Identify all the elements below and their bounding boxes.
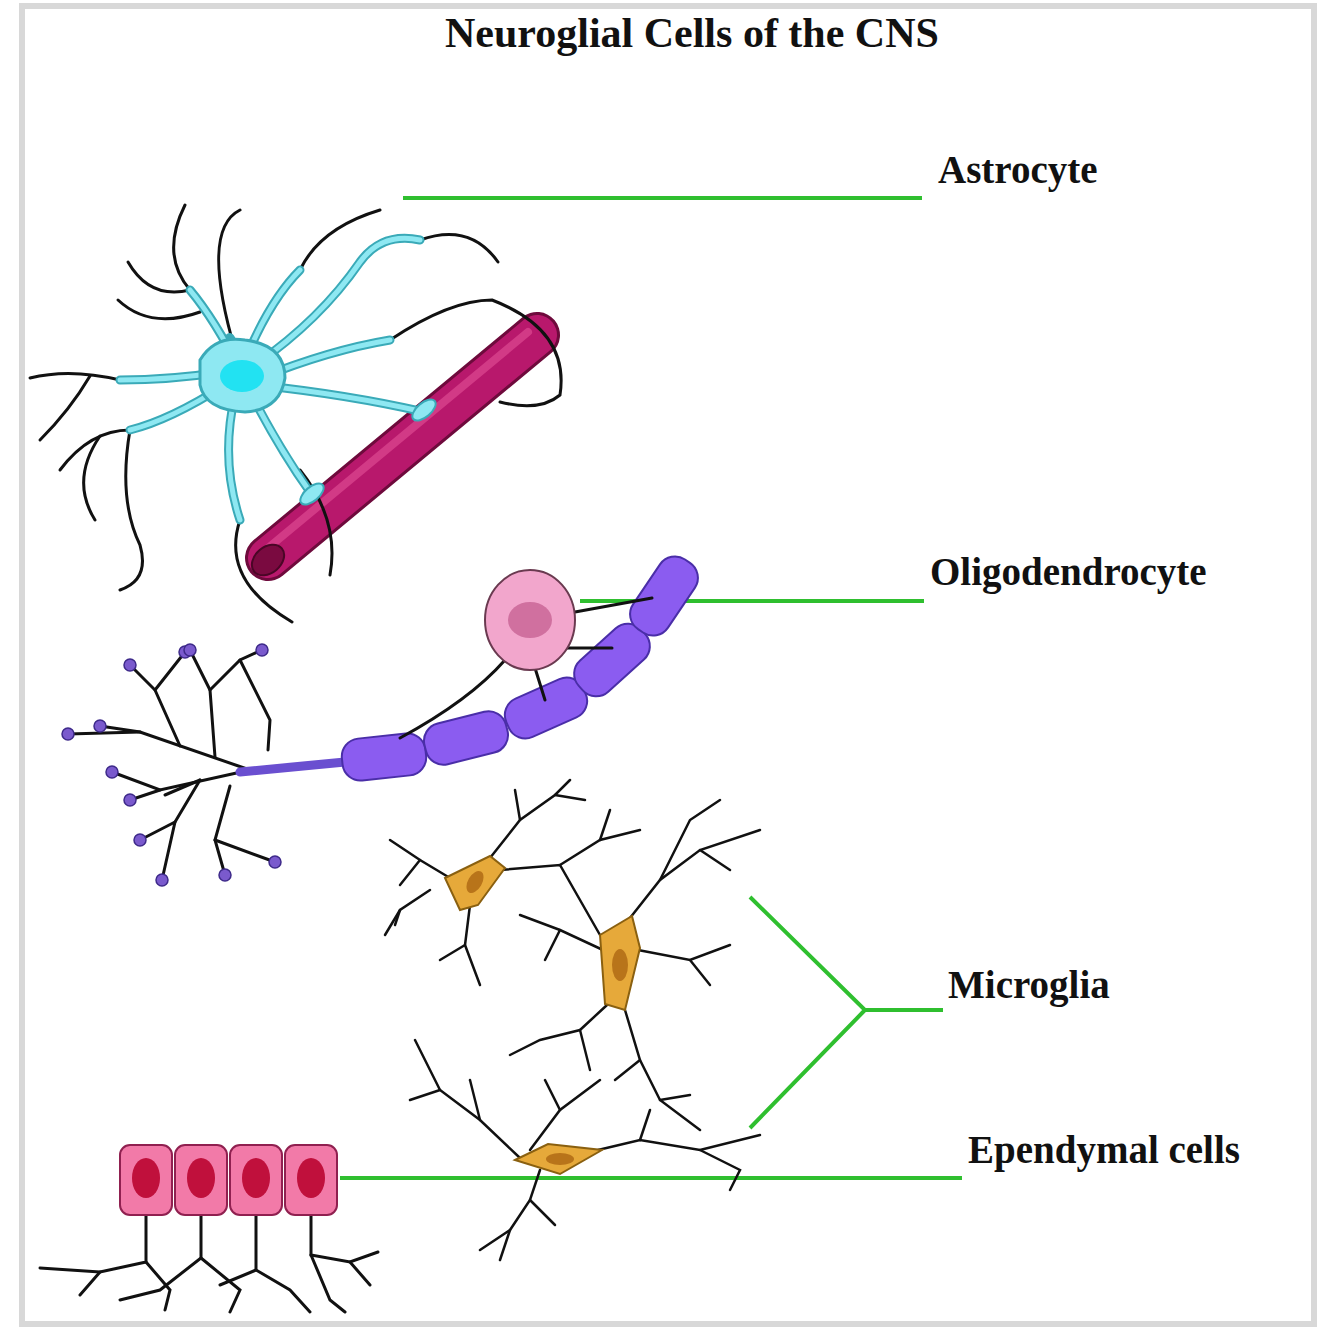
part-label: Microglia — [948, 963, 1110, 1008]
part-label: Astrocyte — [938, 148, 1098, 193]
neuron-dendrites — [62, 644, 345, 886]
blood-vessel — [246, 332, 537, 582]
microglia-cells — [385, 780, 760, 1260]
oligodendrocyte-cell — [400, 570, 652, 738]
frame — [22, 6, 1314, 1324]
astrocyte-cell — [30, 205, 561, 622]
part-label: Oligodendrocyte — [930, 550, 1207, 595]
myelin-sheath — [340, 549, 705, 782]
ependymal-cells — [40, 1145, 378, 1312]
diagram-title: Neuroglial Cells of the CNS — [445, 9, 939, 57]
part-label: Ependymal cells — [968, 1128, 1240, 1173]
leader-lines — [340, 198, 962, 1178]
